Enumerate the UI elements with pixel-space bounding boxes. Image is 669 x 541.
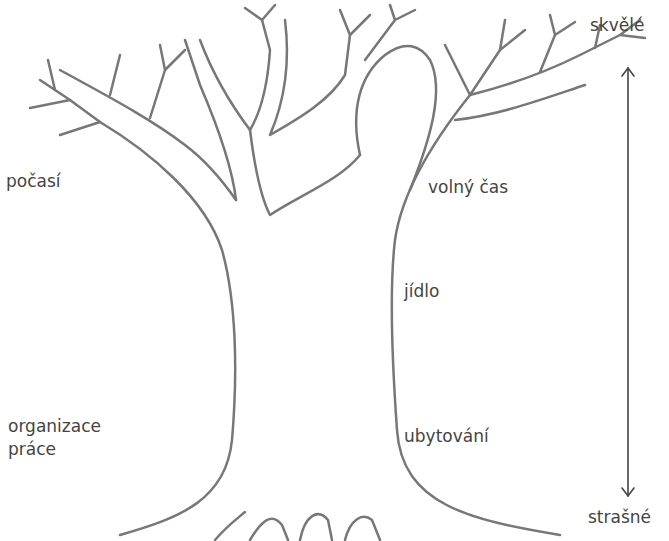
tree-twig	[540, 15, 645, 72]
arrow-head	[622, 488, 634, 496]
scale-label: ubytování	[404, 425, 489, 448]
arrow-head	[622, 68, 634, 76]
tree-outline	[250, 130, 360, 215]
tree-twig	[245, 5, 370, 35]
scale-arrow	[627, 68, 629, 496]
tree-outline	[392, 20, 560, 535]
tree-outline	[60, 70, 236, 200]
tree-outline	[40, 80, 235, 535]
scale-label: organizace práce	[8, 415, 120, 461]
tree-twig	[110, 45, 185, 118]
tree-outline	[270, 10, 350, 135]
tree-outline	[455, 85, 585, 120]
scale-label: volný čas	[428, 176, 508, 199]
tree-roots	[215, 512, 380, 540]
tree-outline	[200, 20, 270, 130]
scale-label: strašné	[588, 506, 651, 529]
scale-label: počasí	[6, 170, 61, 193]
tree-twig	[30, 60, 100, 135]
scale-label: skvělé	[590, 14, 644, 37]
tree-outline	[365, 5, 415, 60]
tree-twig	[445, 30, 525, 95]
scale-label: jídlo	[404, 280, 439, 303]
tree-outline	[356, 46, 436, 190]
